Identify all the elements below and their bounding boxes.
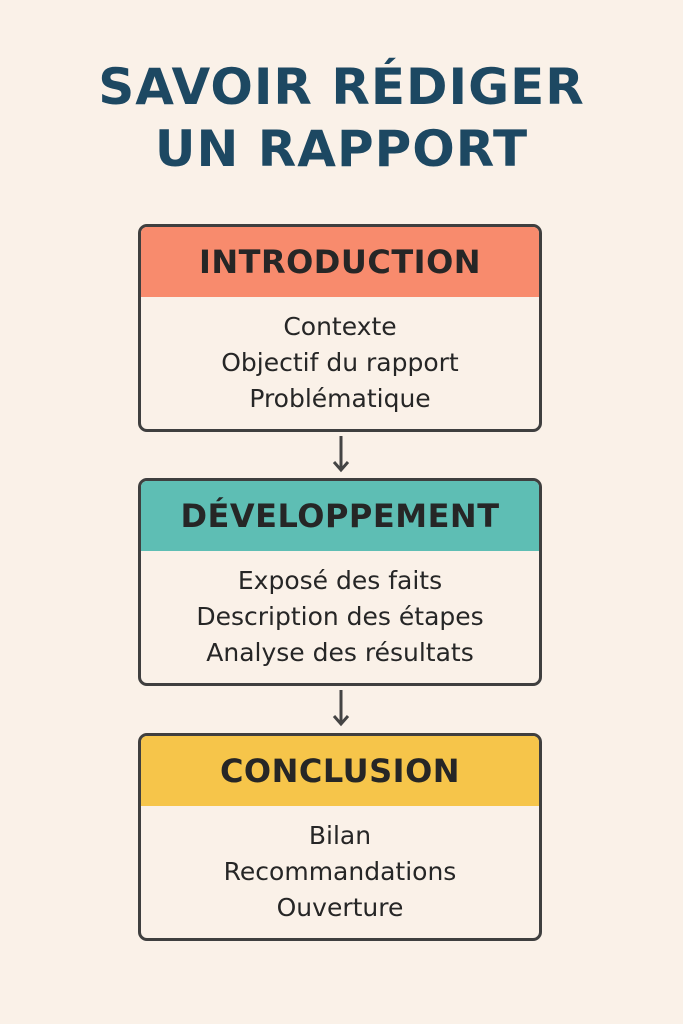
section-heading: DÉVELOPPEMENT — [141, 481, 539, 551]
list-item: Bilan — [308, 821, 372, 850]
list-item: Recommandations — [223, 857, 457, 886]
section-conclusion: CONCLUSION Bilan Recommandations Ouvertu… — [138, 733, 542, 941]
title-line-1: SAVOIR RÉDIGER — [98, 58, 585, 116]
section-heading: INTRODUCTION — [141, 227, 539, 297]
title-line-2: UN RAPPORT — [154, 120, 529, 178]
section-introduction: INTRODUCTION Contexte Objectif du rappor… — [138, 224, 542, 432]
arrow-down-icon — [332, 690, 350, 727]
list-item: Exposé des faits — [237, 566, 443, 595]
list-item: Analyse des résultats — [206, 638, 474, 667]
arrow-down-icon — [332, 436, 350, 473]
section-developpement: DÉVELOPPEMENT Exposé des faits Descripti… — [138, 478, 542, 686]
list-item: Description des étapes — [196, 602, 484, 631]
list-item: Contexte — [283, 312, 397, 341]
list-item: Problématique — [249, 384, 431, 413]
list-item: Objectif du rapport — [221, 348, 459, 377]
section-heading: CONCLUSION — [141, 736, 539, 806]
list-item: Ouverture — [276, 893, 404, 922]
page-title: SAVOIR RÉDIGER UN RAPPORT — [0, 56, 683, 180]
